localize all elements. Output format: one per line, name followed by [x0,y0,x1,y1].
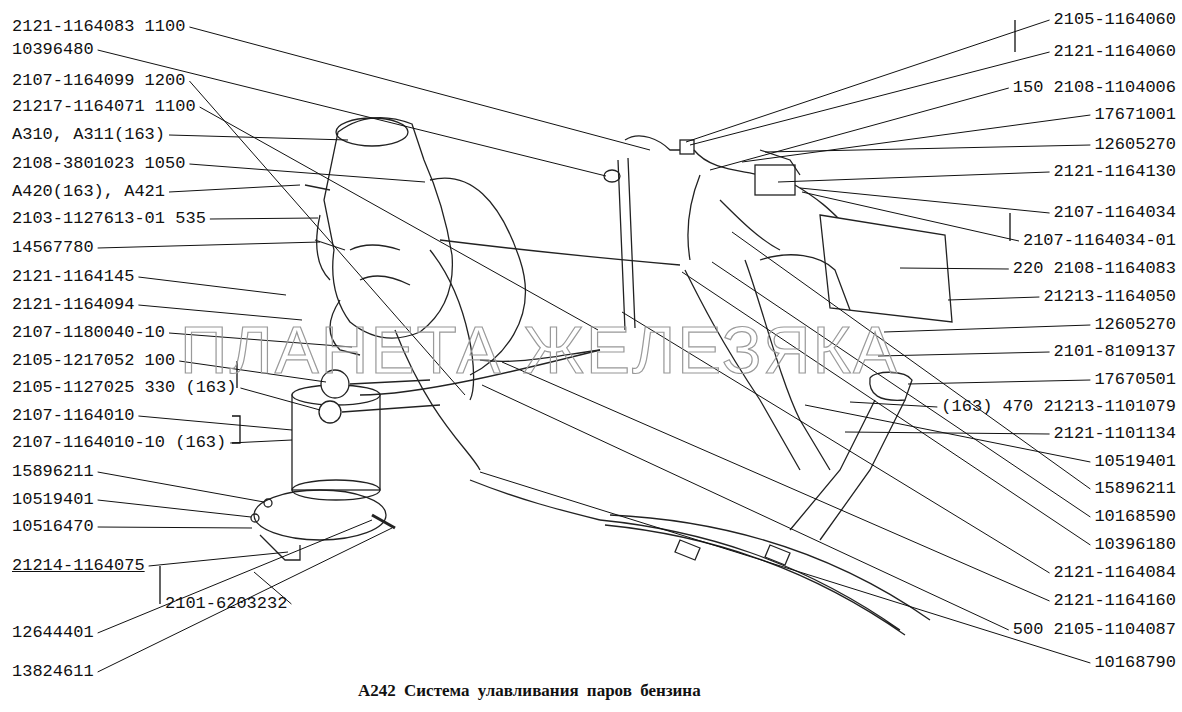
leader-line [210,218,318,219]
leader-line [778,172,1050,182]
part-number: 150 2108-1104006 [1013,78,1176,98]
part-number: 17670501 [1094,370,1176,390]
part-number: 2103-1127613-01 535 [12,209,206,229]
part-number: 2121-1164083 1100 [12,17,185,37]
part-number: 2121-1164094 [12,295,134,315]
leader-line [948,297,1039,300]
part-number: 2121-1164145 [12,267,134,287]
leader-line [482,385,1009,630]
part-number: 2101-6203232 [165,594,287,614]
leader-line [480,472,1090,663]
part-number: 10396180 [1094,535,1176,555]
leader-line [98,527,252,528]
part-number: 10168590 [1094,507,1176,527]
part-number: 10168790 [1094,653,1176,673]
part-number: 12644401 [12,623,94,643]
leader-line [884,325,1090,332]
leader-line [138,277,286,295]
part-number: 14567780 [12,238,94,258]
leader-line [189,27,650,150]
part-number: 15896211 [12,462,94,482]
part-number: 10516470 [12,517,94,537]
leader-line [98,528,392,672]
caption: А242 Система улавливания паров бензина [358,681,701,701]
part-number: (163) 470 21213-1101079 [941,397,1176,417]
leader-line [710,88,1009,170]
part-number: 10396480 [12,40,94,60]
leader-line [149,552,288,566]
part-number: 2101-8109137 [1054,342,1176,362]
part-number: А310, А311(163) [12,125,165,145]
part-number: 2107-1164099 1200 [12,71,185,91]
leader-line [690,52,1050,145]
part-number: А420(163), А421 [12,182,165,202]
part-number: 2107-1180040-10 [12,323,165,343]
leader-line [908,380,1090,384]
part-number: 2121-1164130 [1054,162,1176,182]
leader-line [240,388,320,410]
part-number: 10519401 [1094,452,1176,472]
part-number: 13824611 [12,662,94,682]
leader-line [765,145,1090,152]
part-number: 17671001 [1094,105,1176,125]
leader-line [686,20,1050,142]
part-number: 2107-1164010 [12,406,134,426]
part-number: 2105-1217052 100 [12,351,175,371]
part-number: 2105-1164060 [1054,10,1176,30]
leader-line [900,268,1009,269]
leader-line [200,107,598,330]
part-number: 2121-1101134 [1054,424,1176,444]
part-number: 2107-1164010-10 (163) [12,433,226,453]
part-number: 2108-3801023 1050 [12,154,185,174]
part-number: 2107-1164034 [1054,203,1176,223]
part-number: 12605270 [1094,135,1176,155]
leader-line [98,520,372,633]
part-number: 500 2105-1104087 [1013,620,1176,640]
leader-line [98,472,264,502]
leader-line [169,185,300,192]
part-number: 21214-1164075 [12,556,145,576]
leader-line [98,242,320,248]
part-number: 220 2108-1164083 [1013,259,1176,279]
leader-line [138,416,292,430]
part-number: 12605270 [1094,315,1176,335]
part-number: 2121-1164060 [1054,42,1176,62]
leader-line [802,192,1019,241]
part-number: 21213-1164050 [1043,287,1176,307]
leader-line [742,115,1090,162]
leader-line [230,440,292,443]
leader-line [189,164,425,182]
leader-line [169,135,348,140]
part-number: 21217-1164071 1100 [12,97,196,117]
watermark: ПЛАНЕТА ЖЕЛЕЗЯКА [180,315,899,385]
part-number: 2121-1164160 [1054,591,1176,611]
part-number: 10519401 [12,490,94,510]
part-number: 2107-1164034-01 [1023,231,1176,251]
leader-line [98,500,251,517]
part-number: 2121-1164084 [1054,563,1176,583]
part-number: 15896211 [1094,479,1176,499]
